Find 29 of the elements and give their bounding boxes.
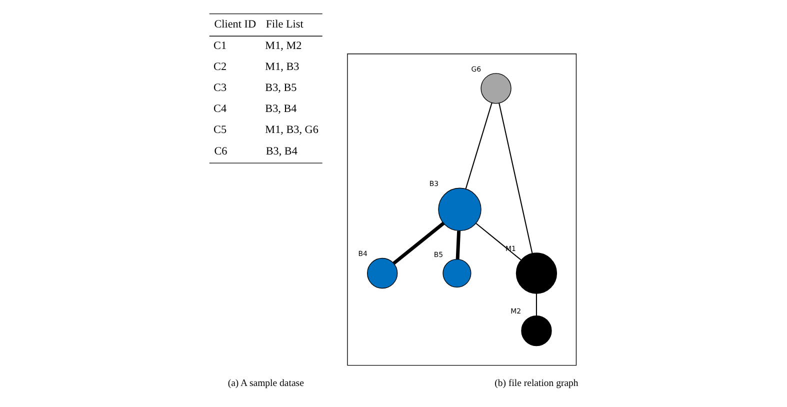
connector	[536, 294, 537, 316]
label: C4	[214, 102, 227, 115]
node-circle	[480, 73, 512, 104]
label: B3, B5	[265, 82, 297, 94]
label: C1	[214, 40, 227, 52]
label: (b) file relation graph	[494, 378, 578, 390]
connector	[476, 222, 522, 260]
label: M1, B3	[265, 61, 300, 74]
label: (a) A sample datase	[228, 378, 304, 390]
connector	[465, 102, 492, 189]
node-circle	[521, 315, 552, 346]
node-circle	[367, 258, 398, 289]
node-circle	[442, 258, 472, 288]
node-circle	[438, 188, 482, 232]
label: C5	[214, 124, 227, 136]
cluster	[347, 54, 577, 366]
label: B3, B4	[265, 102, 297, 115]
label: C6	[214, 146, 228, 158]
label: Client ID	[214, 18, 256, 31]
label: File List	[266, 18, 304, 31]
label: M1, B3, G6	[265, 124, 318, 136]
label: C2	[214, 61, 227, 74]
label: B3, B4	[266, 146, 298, 158]
node-circle	[516, 252, 558, 294]
connector	[392, 222, 445, 265]
label: C3	[214, 82, 227, 94]
label: M1, M2	[265, 40, 302, 52]
connector	[498, 103, 533, 254]
connector	[456, 230, 461, 260]
